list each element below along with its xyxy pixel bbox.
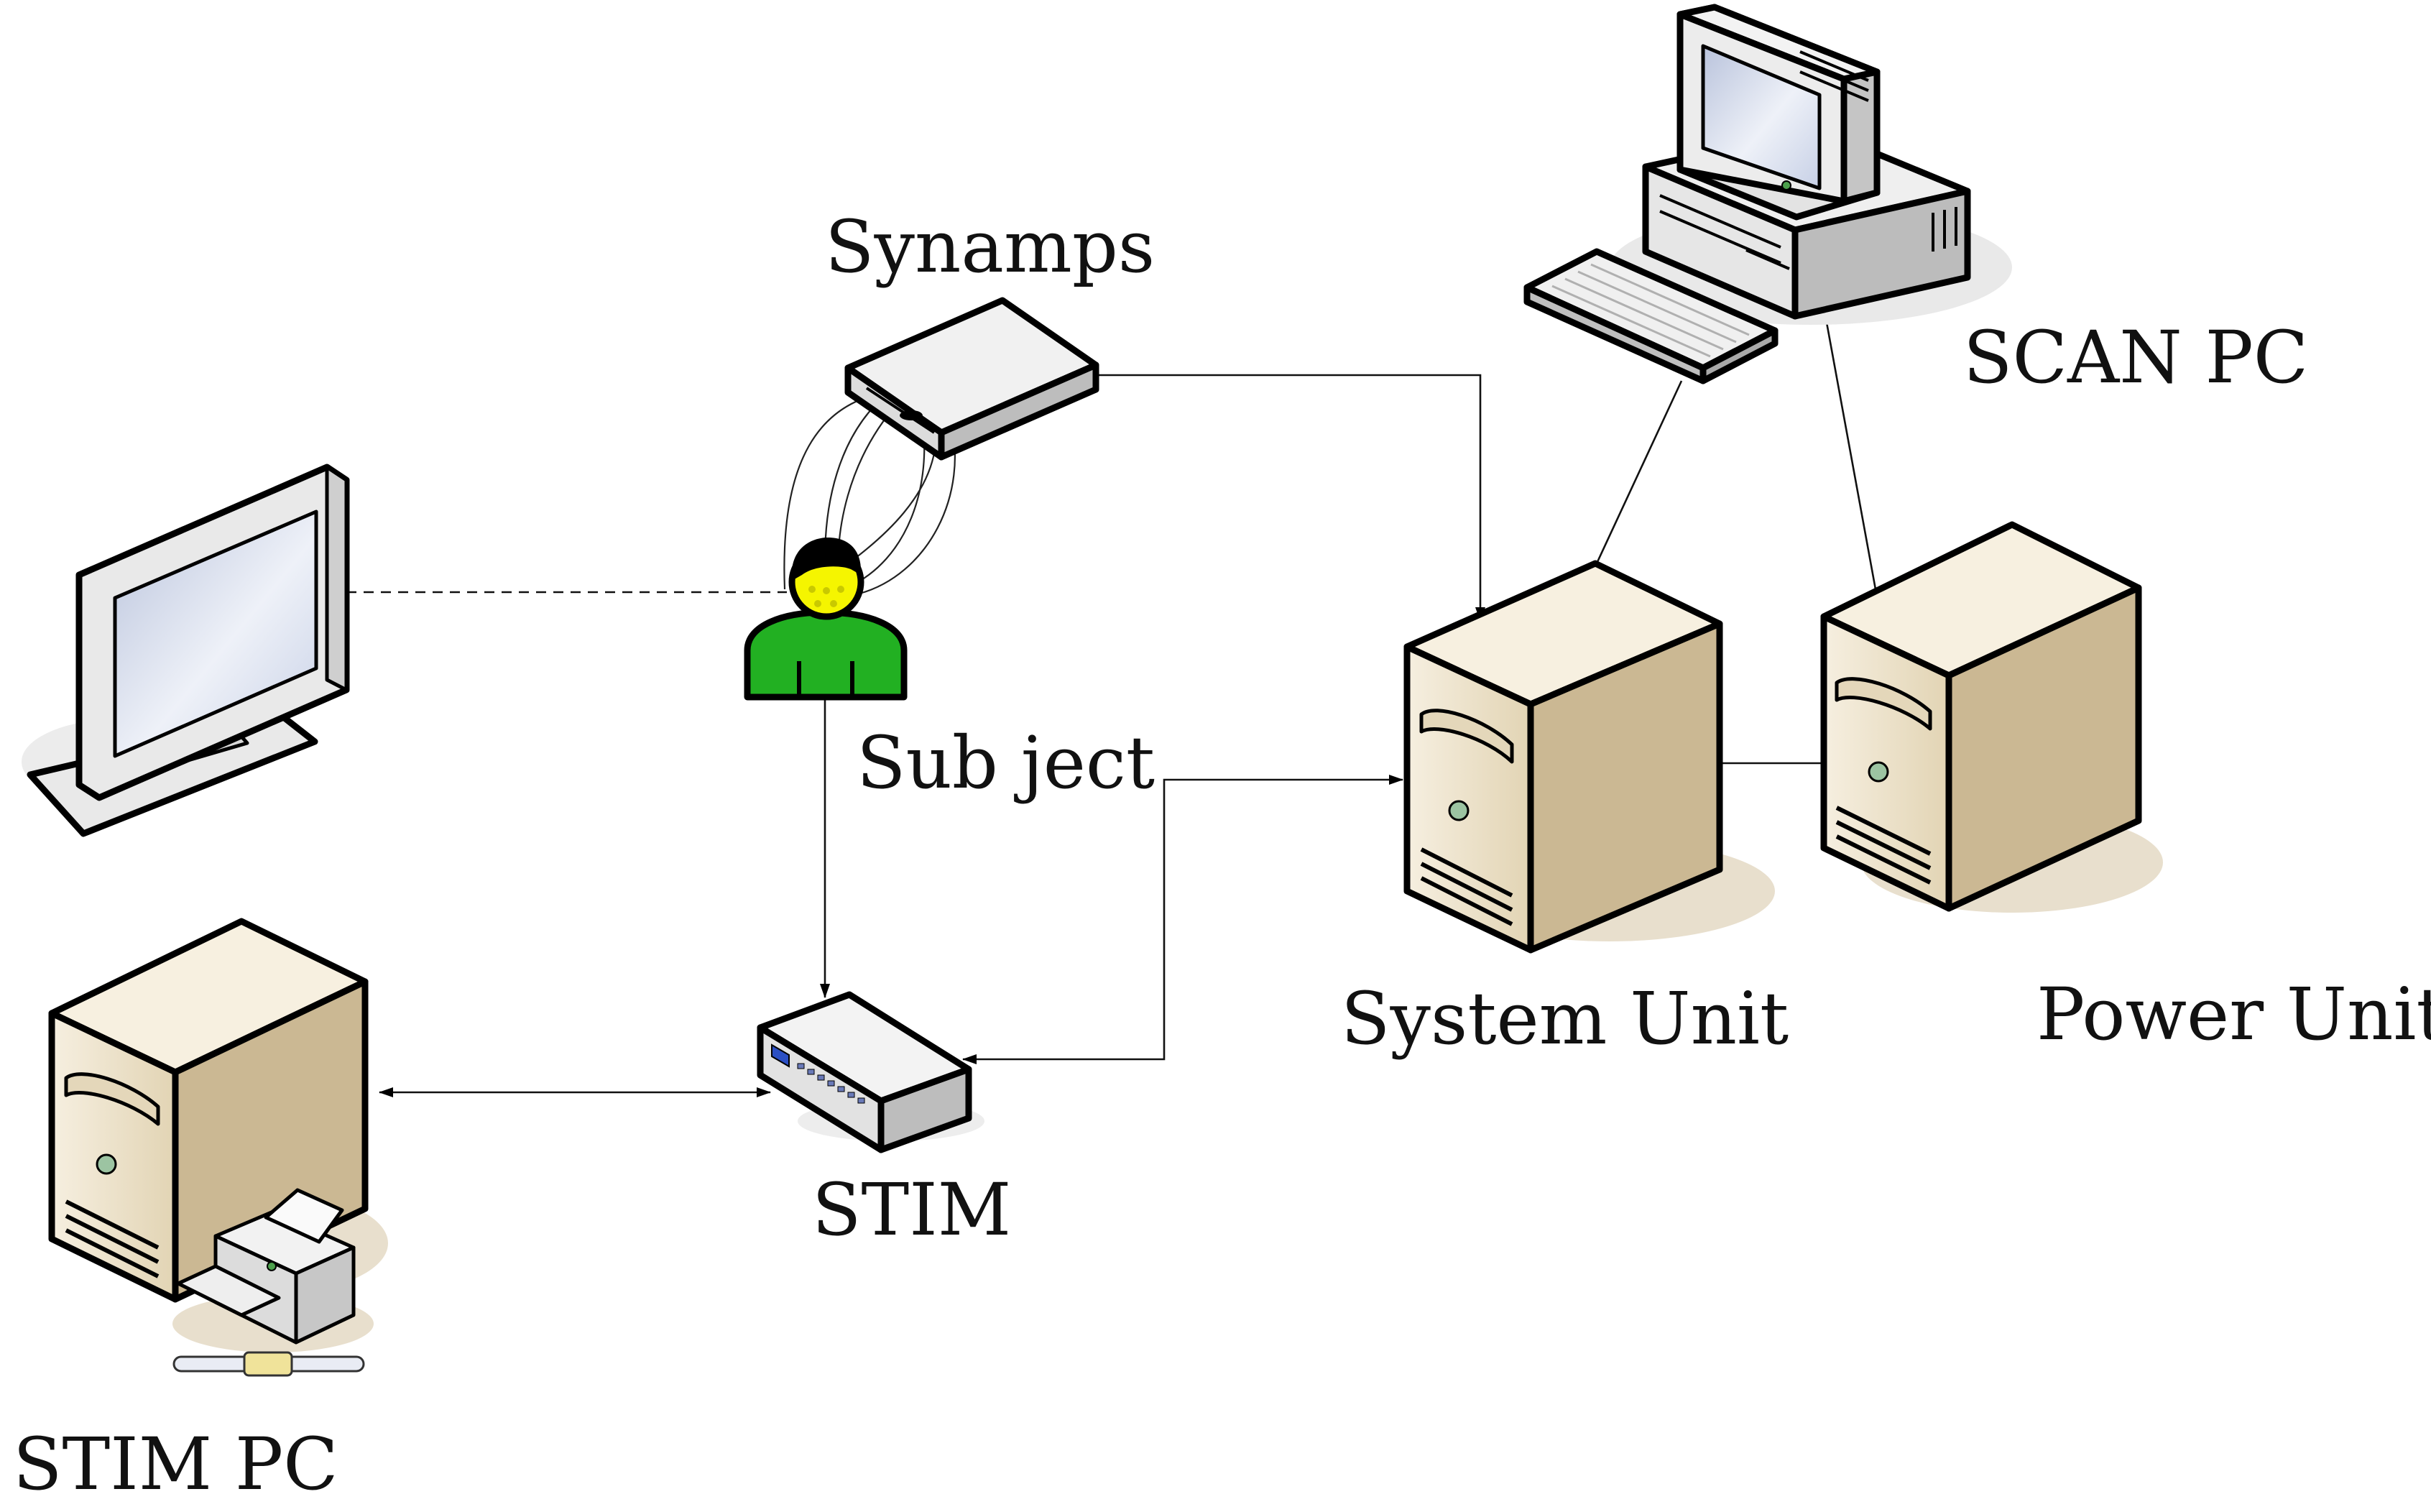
- labels: Synamps SCAN PC Sub ject System Unit Pow…: [13, 205, 2431, 1506]
- scan-pc-label: SCAN PC: [1963, 315, 2308, 400]
- power-unit-label: Power Unit: [2036, 972, 2431, 1056]
- tower-with-printer-icon: [48, 918, 388, 1377]
- lcd-monitor-icon: [22, 464, 350, 837]
- amplifier-box-icon: [844, 297, 1099, 461]
- stim-label: STIM: [812, 1168, 1011, 1252]
- desktop-computer-icon: [1523, 4, 2012, 384]
- stim-to-system-unit-line: [962, 775, 1403, 1064]
- network-switch-icon: [757, 991, 984, 1153]
- scan-keyboard-to-system-unit-line: [1595, 380, 1683, 564]
- person-icon: [744, 538, 908, 701]
- stim-pc-label: STIM PC: [13, 1422, 338, 1506]
- synamps-label: Synamps: [825, 205, 1155, 289]
- scan-pc-to-power-unit-line: [1824, 314, 1877, 590]
- subject-label: Sub ject: [857, 721, 1155, 805]
- synamps-to-system-unit-line: [1098, 374, 1485, 622]
- server-tower-icon: [1403, 560, 1775, 954]
- system-unit-label: System Unit: [1341, 977, 1789, 1061]
- server-tower-icon: [1820, 521, 2163, 913]
